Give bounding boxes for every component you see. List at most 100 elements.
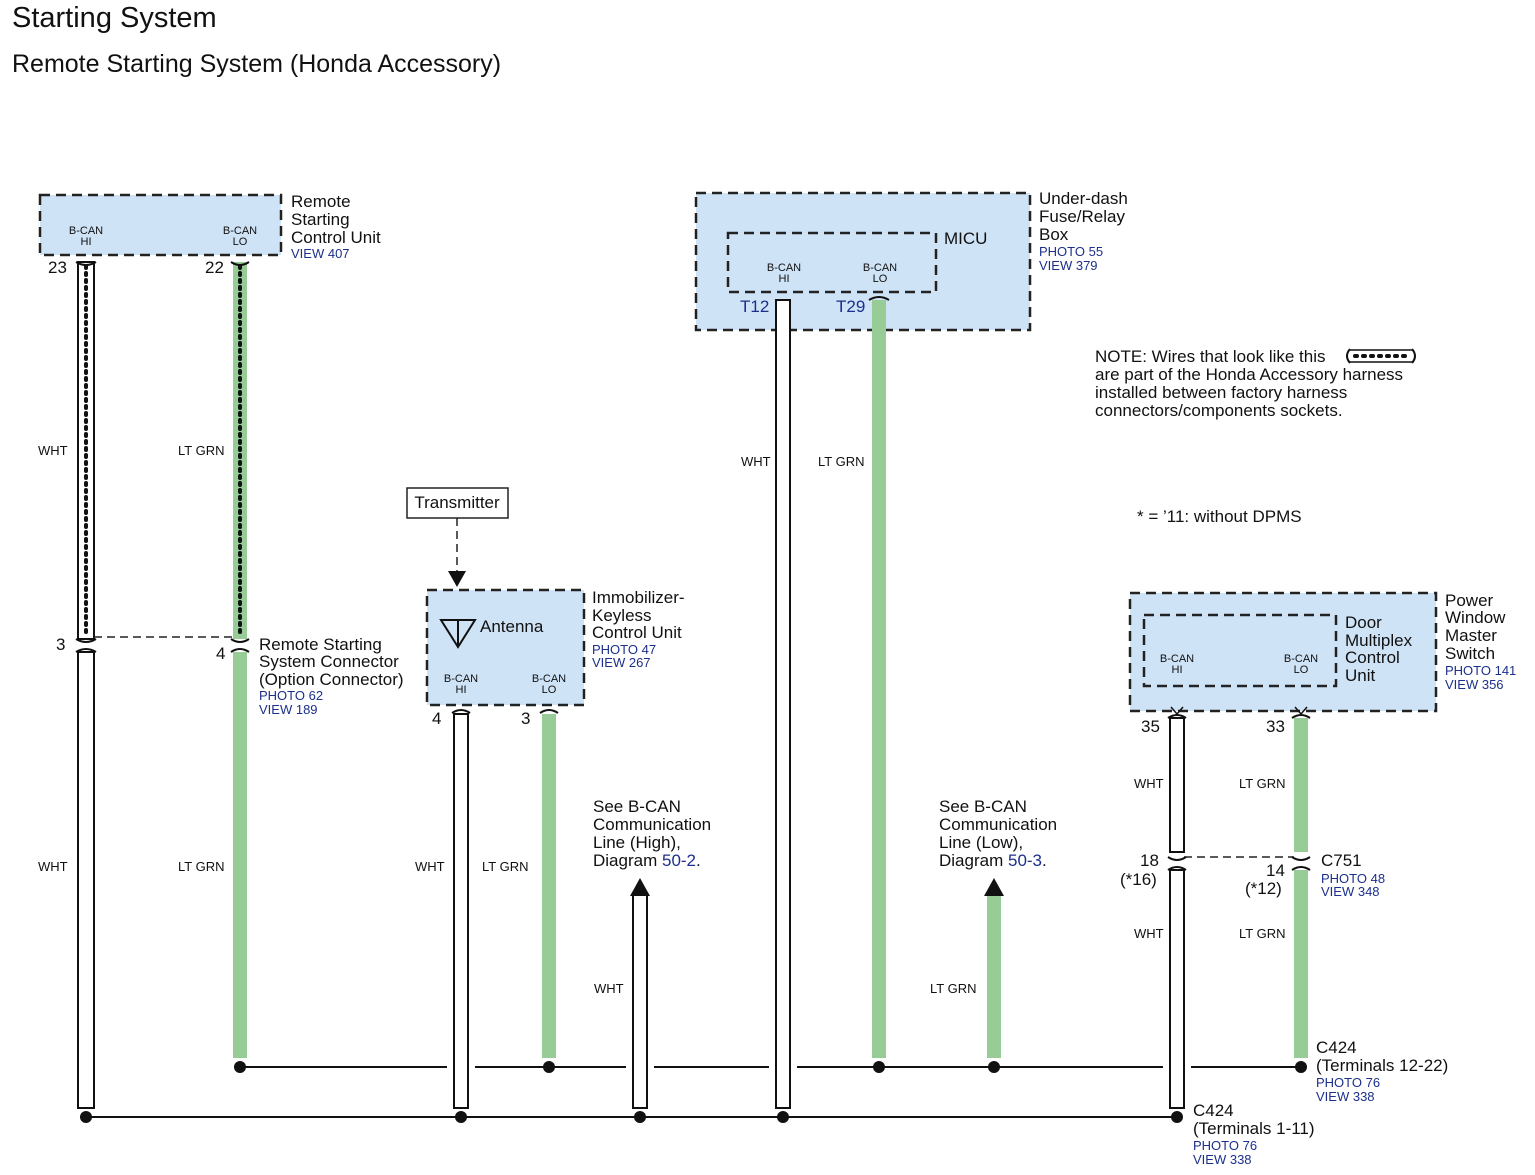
underdash-name-3: Box xyxy=(1039,225,1069,244)
see-high-2: Communication xyxy=(593,815,711,834)
remote-pin-lo-1: B-CAN xyxy=(223,225,257,237)
pw-name-1: Power xyxy=(1445,591,1494,610)
wire-label-ltgrn: LT GRN xyxy=(818,454,864,469)
door-mux-4: Unit xyxy=(1345,666,1376,685)
c751-term-lo: 14 xyxy=(1266,861,1285,880)
see-low-arrow xyxy=(984,878,1004,896)
immobilizer-photo: PHOTO 47 xyxy=(592,642,656,657)
pw-term-hi: 35 xyxy=(1141,717,1160,736)
immobilizer-name-3: Control Unit xyxy=(592,623,682,642)
immobilizer-term-lo: 3 xyxy=(521,709,530,728)
door-multiplex-box xyxy=(1142,613,1338,688)
immobilizer-box xyxy=(425,588,586,707)
antenna-label: Antenna xyxy=(480,617,544,636)
see-low-diagram-prefix: Diagram xyxy=(939,851,1003,870)
connector-name-2: System Connector xyxy=(259,652,399,671)
micu-label: MICU xyxy=(944,229,987,248)
c424-hi-name-2: (Terminals 1-11) xyxy=(1193,1119,1315,1138)
see-high-3: Line (High), xyxy=(593,833,681,852)
pw-pin-lo-1: B-CAN xyxy=(1284,653,1318,665)
antenna-icon xyxy=(439,619,477,649)
underdash-view: VIEW 379 xyxy=(1039,258,1098,273)
immobilizer-pin-lo-2: LO xyxy=(542,684,557,696)
pw-pin-hi-1: B-CAN xyxy=(1160,653,1194,665)
c751-term-hi-alt: (*16) xyxy=(1120,870,1157,889)
remote-unit-box xyxy=(38,193,283,257)
wire-label-wht: WHT xyxy=(38,859,68,874)
connector-name-3: (Option Connector) xyxy=(259,670,404,689)
see-low-2: Communication xyxy=(939,815,1057,834)
immobilizer-term-hi: 4 xyxy=(432,709,441,728)
micu-pin-hi-1: B-CAN xyxy=(767,262,801,274)
wire-label-ltgrn: LT GRN xyxy=(1239,776,1285,791)
note-line-2: are part of the Honda Accessory harness xyxy=(1095,365,1403,384)
remote-name-1: Remote xyxy=(291,192,351,211)
pw-pin-hi-2: HI xyxy=(1172,664,1183,676)
remote-pin-lo-2: LO xyxy=(233,236,248,248)
see-high-diagram-suffix: . xyxy=(696,851,701,870)
wire-label-ltgrn: LT GRN xyxy=(178,859,224,874)
remote-view: VIEW 407 xyxy=(291,246,350,261)
wire-see-low xyxy=(987,895,1001,1058)
wire-label-ltgrn: LT GRN xyxy=(930,981,976,996)
micu-pin-lo-1: B-CAN xyxy=(863,262,897,274)
see-low-diagram: Diagram 50-3. xyxy=(939,851,1047,870)
see-high-arrow xyxy=(630,878,650,896)
note-line-1: NOTE: Wires that look like this xyxy=(1095,347,1326,366)
wire-label-wht: WHT xyxy=(415,859,445,874)
wire-label-wht: WHT xyxy=(1134,926,1164,941)
see-high-diagram-link[interactable]: 50-2 xyxy=(662,851,696,870)
see-low-diagram-link[interactable]: 50-3 xyxy=(1008,851,1042,870)
pw-name-3: Master xyxy=(1445,626,1497,645)
remote-pin-hi-2: HI xyxy=(81,236,92,248)
immobilizer-view: VIEW 267 xyxy=(592,655,651,670)
door-mux-3: Control xyxy=(1345,648,1400,667)
wire-label-wht: WHT xyxy=(741,454,771,469)
connector-view: VIEW 189 xyxy=(259,702,318,717)
remote-name-2: Starting xyxy=(291,210,350,229)
page-subtitle: Remote Starting System (Honda Accessory) xyxy=(12,50,502,78)
transmitter-label: Transmitter xyxy=(414,493,500,512)
c424-hi-view: VIEW 338 xyxy=(1193,1152,1252,1167)
footnote: * = ’11: without DPMS xyxy=(1137,507,1302,526)
pw-pin-lo-2: LO xyxy=(1294,664,1309,676)
c424-lo-photo: PHOTO 76 xyxy=(1316,1075,1380,1090)
door-mux-2: Multiplex xyxy=(1345,631,1413,650)
underdash-name-1: Under-dash xyxy=(1039,189,1128,208)
pw-view: VIEW 356 xyxy=(1445,677,1504,692)
wire-immobilizer-lo xyxy=(542,714,556,1058)
wire-label-wht: WHT xyxy=(1134,776,1164,791)
wire-pw-lo-upper xyxy=(1294,718,1308,852)
wire-remote-lo-accessory xyxy=(233,262,247,639)
wire-remote-hi-accessory xyxy=(77,261,95,640)
micu-term-lo: T29 xyxy=(836,297,865,316)
c751-term-hi: 18 xyxy=(1140,851,1159,870)
see-high-1: See B-CAN xyxy=(593,797,681,816)
immobilizer-name-2: Keyless xyxy=(592,606,652,625)
underdash-photo: PHOTO 55 xyxy=(1039,244,1103,259)
see-low-3: Line (Low), xyxy=(939,833,1023,852)
c424-hi-name-1: C424 xyxy=(1193,1101,1234,1120)
wire-label-ltgrn: LT GRN xyxy=(1239,926,1285,941)
immobilizer-name-1: Immobilizer- xyxy=(592,588,685,607)
wire-pw-lo-lower xyxy=(1294,870,1308,1058)
micu-pin-lo-2: LO xyxy=(873,273,888,285)
transmitter-arrow xyxy=(448,571,466,587)
wire-micu-lo xyxy=(872,300,886,1058)
wire-label-ltgrn: LT GRN xyxy=(482,859,528,874)
wire-pw-hi-lower xyxy=(1169,869,1185,1109)
wire-label-wht: WHT xyxy=(38,443,68,458)
remote-pin-hi-1: B-CAN xyxy=(69,225,103,237)
wire-label-wht: WHT xyxy=(594,981,624,996)
micu-box xyxy=(726,231,938,294)
pw-name-4: Switch xyxy=(1445,644,1495,663)
immobilizer-pin-hi-2: HI xyxy=(456,684,467,696)
wire-micu-hi xyxy=(775,299,791,1109)
note-line-4: connectors/components sockets. xyxy=(1095,401,1343,420)
immobilizer-pin-lo-1: B-CAN xyxy=(532,673,566,685)
pw-term-lo: 33 xyxy=(1266,717,1285,736)
connector-term-hi: 3 xyxy=(56,635,65,654)
c751-view: VIEW 348 xyxy=(1321,884,1380,899)
pw-photo: PHOTO 141 xyxy=(1445,663,1516,678)
